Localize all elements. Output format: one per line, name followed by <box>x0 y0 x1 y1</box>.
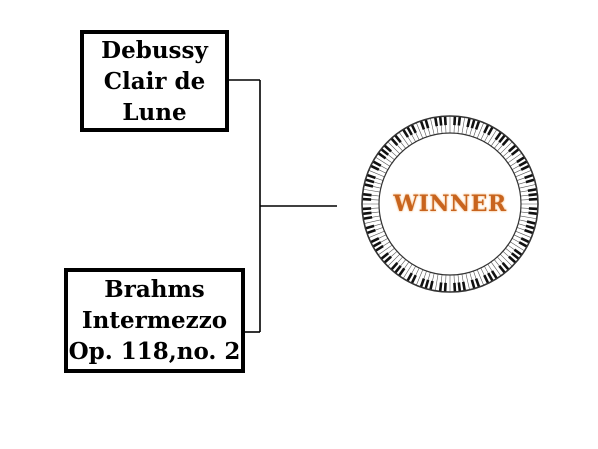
entry-line: Clair de <box>103 67 206 95</box>
bracket-entry-brahms: Brahms Intermezzo Op. 118,no. 2 <box>64 268 245 373</box>
winner-badge: WINNER <box>360 114 540 294</box>
entry-line: Brahms <box>104 276 205 303</box>
entry-line: Intermezzo <box>81 307 228 334</box>
piano-keyboard-ring-icon <box>361 115 539 293</box>
entry-line: Op. 118,no. 2 <box>68 338 241 365</box>
entry-line: Lune <box>122 98 187 126</box>
entry-line: Debussy <box>101 36 208 64</box>
bracket-entry-debussy: Debussy Clair de Lune <box>80 30 229 132</box>
winner-label: WINNER <box>393 191 507 217</box>
